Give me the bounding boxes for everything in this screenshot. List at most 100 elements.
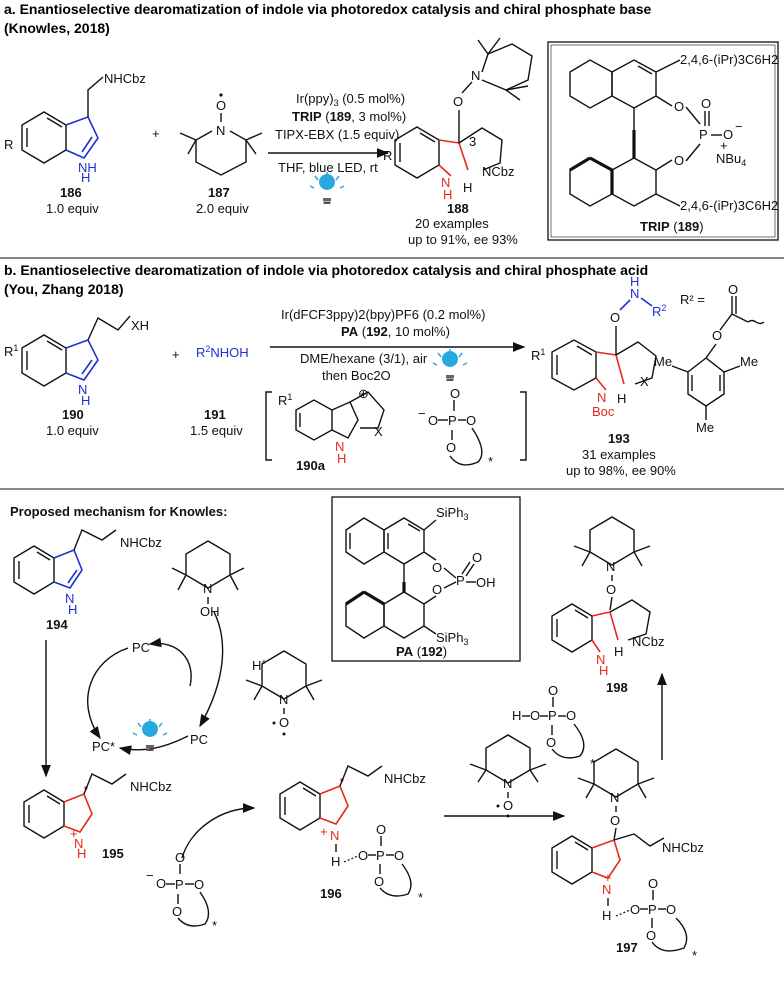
svg-text:N: N: [74, 836, 83, 851]
svg-text:O: O: [194, 877, 204, 892]
chiral-phosphoric-acid: H O P O O O *: [512, 683, 595, 771]
svg-text:N: N: [441, 175, 450, 190]
svg-text:X: X: [374, 424, 383, 439]
svg-text:2,4,6-(iPr)3C6H2: 2,4,6-(iPr)3C6H2: [680, 52, 778, 67]
svg-text:R1: R1: [278, 392, 292, 408]
svg-text:O: O: [701, 96, 711, 111]
photoredox-cycle: PC− H+ PC PC*: [87, 611, 267, 755]
svg-text:31 examples: 31 examples: [582, 447, 656, 462]
label-187: 187: [208, 185, 230, 200]
svg-text:P: P: [448, 413, 457, 428]
svg-text:O: O: [472, 550, 482, 565]
svg-text:XH: XH: [131, 318, 149, 333]
blue-led-icon-b: [432, 348, 468, 382]
svg-text:O: O: [172, 904, 182, 919]
svg-text:*: *: [488, 454, 493, 469]
svg-text:1.5 equiv: 1.5 equiv: [190, 423, 243, 438]
svg-text:*: *: [590, 756, 595, 771]
svg-text:N: N: [330, 828, 339, 843]
svg-text:O: O: [279, 715, 289, 730]
chiral-phosphate: − O P O O O *: [146, 803, 256, 933]
svg-text:P: P: [648, 902, 657, 917]
label-196: 196: [320, 886, 342, 901]
svg-text:N: N: [471, 68, 480, 83]
svg-text:O: O: [446, 440, 456, 455]
svg-text:SiPh3: SiPh3: [436, 630, 468, 647]
label-195: 195: [102, 846, 124, 861]
svg-text:R1: R1: [531, 347, 545, 363]
svg-text:Ir(ppy)3 (0.5 mol%): Ir(ppy)3 (0.5 mol%): [296, 91, 405, 108]
svg-text:N: N: [610, 790, 619, 805]
svg-text:O: O: [503, 798, 513, 813]
svg-text:O: O: [728, 282, 738, 297]
svg-text:O: O: [428, 413, 438, 428]
svg-text:O: O: [175, 850, 185, 865]
tempo-radical: N O: [245, 650, 323, 736]
svg-text:TRIP (189, 3 mol%): TRIP (189, 3 mol%): [292, 109, 406, 124]
svg-text:20 examples: 20 examples: [415, 216, 489, 231]
trip-box: 2,4,6-(iPr)3C6H2 2,4,6-(iPr)3C6H2 O O P …: [547, 41, 779, 241]
svg-text:+: +: [720, 138, 728, 153]
svg-text:SiPh3: SiPh3: [436, 505, 468, 522]
svg-text:O: O: [566, 708, 576, 723]
svg-text:Boc: Boc: [592, 404, 615, 419]
svg-text:*: *: [212, 918, 217, 933]
compound-197: N O NHCbz N + H O P O O O * 19: [551, 748, 704, 963]
svg-text:H: H: [443, 187, 452, 202]
svg-text:*: *: [418, 890, 423, 905]
svg-text:O: O: [548, 683, 558, 698]
svg-text:O: O: [712, 328, 722, 343]
compound-194: NHCbz N H 194: [13, 529, 162, 632]
tempo-h: N OH: [171, 540, 245, 619]
svg-text:O: O: [630, 902, 640, 917]
svg-text:OH: OH: [476, 575, 496, 590]
svg-text:O: O: [646, 928, 656, 943]
compound-198: N O N H H NCbz 198: [551, 516, 665, 695]
svg-text:H: H: [81, 393, 90, 408]
svg-text:O: O: [358, 848, 368, 863]
svg-text:O: O: [374, 874, 384, 889]
svg-text:then Boc2O: then Boc2O: [322, 368, 391, 383]
label-186: 186: [60, 185, 82, 200]
compound-186: NHCbz NH H R 186 1.0 equiv: [4, 71, 146, 216]
svg-text:P: P: [456, 573, 465, 588]
svg-text:TIPX-EBX (1.5 equiv): TIPX-EBX (1.5 equiv): [275, 127, 399, 142]
svg-text:P: P: [699, 127, 708, 142]
svg-text:R2: R2: [652, 303, 666, 319]
svg-text:−: −: [418, 406, 426, 421]
svg-text:H: H: [77, 846, 86, 861]
svg-text:TRIP (189): TRIP (189): [640, 219, 704, 234]
svg-text:O: O: [216, 98, 226, 113]
svg-text:2,4,6-(iPr)3C6H2: 2,4,6-(iPr)3C6H2: [680, 198, 778, 213]
section-b-title: b. Enantioselective dearomatization of i…: [4, 262, 648, 278]
svg-text:O: O: [453, 94, 463, 109]
svg-text:O: O: [723, 127, 733, 142]
svg-text:1.0 equiv: 1.0 equiv: [46, 201, 99, 216]
svg-text:H: H: [630, 274, 639, 289]
label-190a: 190a: [296, 458, 326, 473]
svg-text:⊕: ⊕: [358, 386, 369, 401]
svg-text:+: +: [70, 826, 78, 841]
svg-text:O: O: [432, 582, 442, 597]
compound-190: XH N H R1 190 1.0 equiv: [4, 315, 149, 438]
svg-text:O: O: [606, 582, 616, 597]
svg-text:H: H: [599, 663, 608, 678]
svg-text:N: N: [203, 581, 212, 596]
svg-text:PC: PC: [190, 732, 208, 747]
svg-text:+: +: [320, 824, 328, 839]
compound-187: O N 187 2.0 equiv: [179, 93, 263, 216]
svg-text:O: O: [156, 876, 166, 891]
svg-text:O: O: [666, 902, 676, 917]
svg-text:N: N: [597, 390, 606, 405]
svg-text:PC*: PC*: [92, 739, 115, 754]
svg-text:H: H: [81, 170, 90, 185]
label-193: 193: [608, 431, 630, 446]
svg-text:N: N: [335, 439, 344, 454]
svg-text:Me: Me: [654, 354, 672, 369]
svg-text:H: H: [331, 854, 340, 869]
svg-text:P: P: [376, 848, 385, 863]
svg-text:THF, blue LED, rt: THF, blue LED, rt: [278, 160, 378, 175]
label-197: 197: [616, 940, 638, 955]
svg-text:up to 91%, ee 93%: up to 91%, ee 93%: [408, 232, 518, 247]
